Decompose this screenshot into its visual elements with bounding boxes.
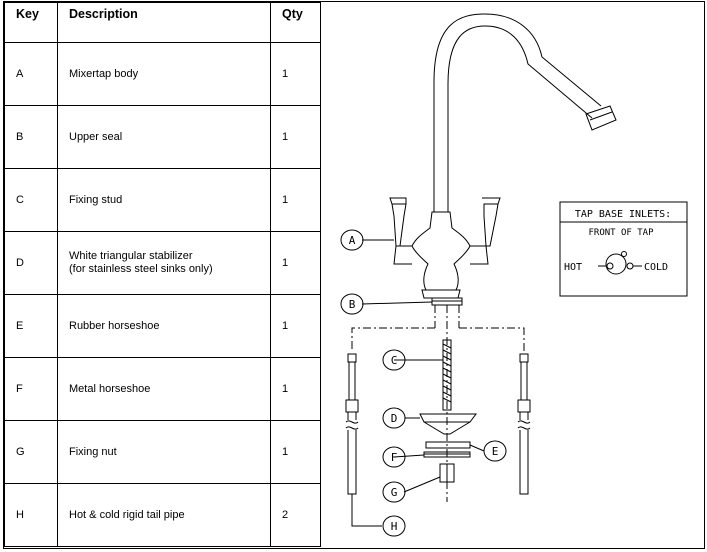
row-qty: 2: [270, 483, 321, 547]
tap-base-inlets-box: [559, 201, 688, 297]
mixertap-body: [389, 197, 501, 299]
cold-label: COLD: [644, 262, 668, 273]
table-row: D White triangular stabilizer (for stain…: [4, 231, 321, 295]
table-row: H Hot & cold rigid tail pipe 2: [4, 483, 321, 547]
inlet-labels: TAP BASE INLETS: FRONT OF TAP HOT COLD: [564, 209, 671, 273]
assembly-centre-lines: [351, 305, 525, 502]
description-line: Metal horseshoe: [69, 382, 151, 395]
header-qty: Qty: [270, 2, 321, 43]
callout-b: B: [349, 298, 356, 311]
row-description: Hot & cold rigid tail pipe: [57, 483, 271, 547]
description-line: Rubber horseshoe: [69, 319, 160, 332]
callout-h: H: [391, 520, 398, 533]
hot-label: HOT: [564, 262, 582, 273]
description-line: Hot & cold rigid tail pipe: [69, 508, 185, 521]
description-line: Mixertap body: [69, 67, 139, 80]
callout-e: E: [492, 445, 499, 458]
callout-g: G: [391, 486, 398, 499]
table-row: E Rubber horseshoe 1: [4, 294, 321, 358]
description-line: Fixing nut: [69, 445, 117, 458]
callout-bubbles: [340, 229, 507, 537]
row-key: B: [4, 105, 58, 169]
row-key: G: [4, 420, 58, 484]
row-key: H: [4, 483, 58, 547]
row-qty: 1: [270, 42, 321, 106]
table-row: B Upper seal 1: [4, 105, 321, 169]
fixing-stud: [442, 339, 452, 411]
table-row: C Fixing stud 1: [4, 168, 321, 232]
row-description: Mixertap body: [57, 42, 271, 106]
row-key: A: [4, 42, 58, 106]
tap-spout: [433, 13, 617, 212]
description-line: White triangular stabilizer: [69, 250, 193, 262]
callout-c: C: [391, 354, 398, 367]
description-line: (for stainless steel sinks only): [69, 263, 213, 275]
row-qty: 1: [270, 357, 321, 421]
fixing-nut: [439, 463, 455, 483]
table-row: A Mixertap body 1: [4, 42, 321, 106]
row-qty: 1: [270, 105, 321, 169]
upper-seal: [431, 297, 463, 306]
row-key: C: [4, 168, 58, 232]
callout-leaders: [351, 239, 485, 527]
row-key: F: [4, 357, 58, 421]
row-description: White triangular stabilizer (for stainle…: [57, 231, 271, 295]
row-description: Rubber horseshoe: [57, 294, 271, 358]
row-qty: 1: [270, 231, 321, 295]
parts-table: Key Description Qty A Mixertap body 1 B …: [4, 2, 321, 547]
row-qty: 1: [270, 294, 321, 358]
row-description: Upper seal: [57, 105, 271, 169]
parts-sheet: Key Description Qty A Mixertap body 1 B …: [3, 1, 705, 549]
description-line: Upper seal: [69, 130, 123, 143]
row-description: Fixing stud: [57, 168, 271, 232]
callout-d: D: [391, 412, 398, 425]
row-key: D: [4, 231, 58, 295]
header-key: Key: [4, 2, 58, 43]
callout-f: F: [391, 451, 398, 464]
row-description: Metal horseshoe: [57, 357, 271, 421]
front-of-tap-label: FRONT OF TAP: [588, 228, 654, 238]
callout-labels: A B C D E F G H: [349, 234, 499, 533]
header-description: Description: [57, 2, 271, 43]
tail-pipe-right: [517, 353, 531, 495]
table-row: F Metal horseshoe 1: [4, 357, 321, 421]
table-header-row: Key Description Qty: [4, 2, 321, 43]
tail-pipe-left: [345, 353, 359, 495]
inlets-title: TAP BASE INLETS:: [575, 209, 671, 220]
row-description: Fixing nut: [57, 420, 271, 484]
row-qty: 1: [270, 168, 321, 232]
callout-a: A: [349, 234, 356, 247]
triangular-stabilizer: [419, 413, 477, 435]
row-key: E: [4, 294, 58, 358]
row-qty: 1: [270, 420, 321, 484]
description-line: Fixing stud: [69, 193, 123, 206]
tap-exploded-diagram: A B C D E F G H TAP BASE INLETS: FRONT O…: [340, 13, 688, 537]
table-row: G Fixing nut 1: [4, 420, 321, 484]
